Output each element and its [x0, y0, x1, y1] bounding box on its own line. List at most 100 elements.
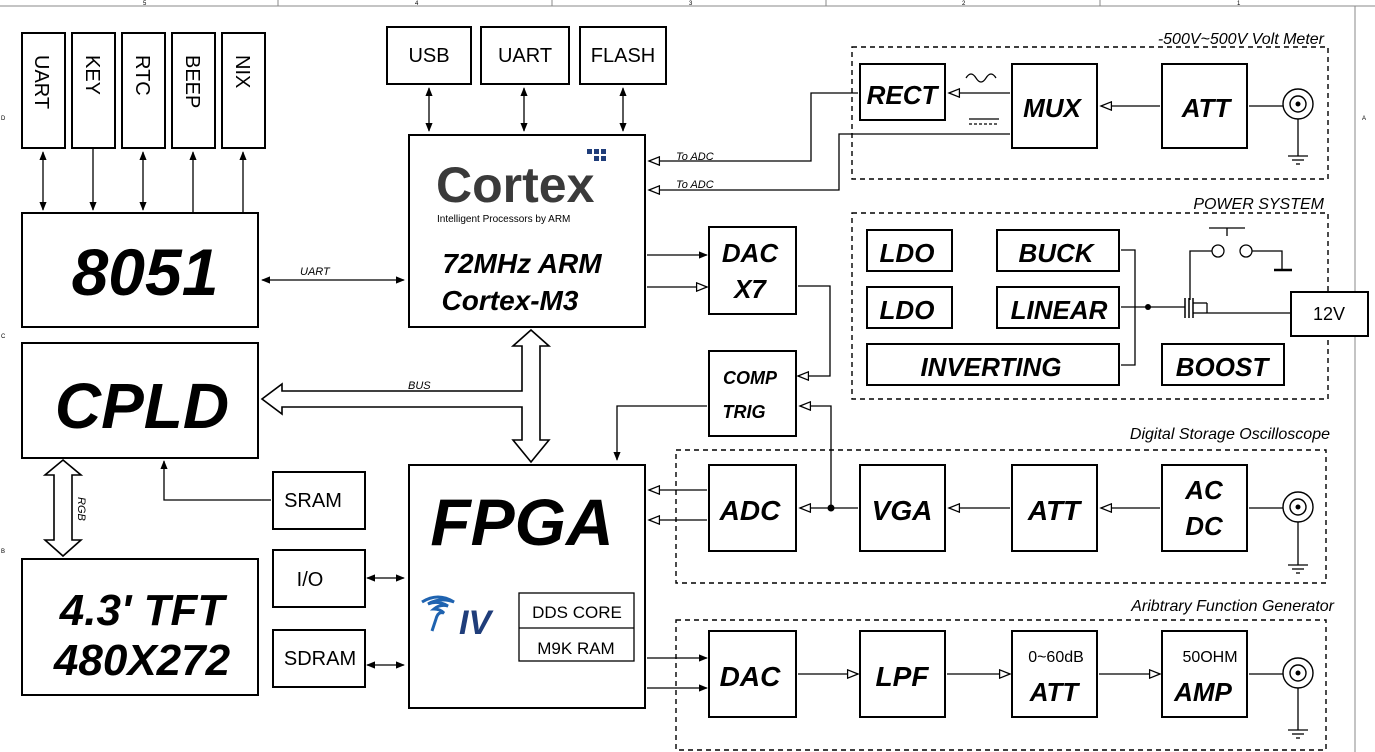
dso-acdc: AC DC [1161, 464, 1248, 552]
svg-text:LPF: LPF [876, 661, 930, 692]
svg-text:DC: DC [1185, 511, 1224, 541]
power-buck: BUCK [996, 229, 1120, 272]
svg-text:VGA: VGA [872, 495, 933, 526]
cortex-tagline: Intelligent Processors by ARM [437, 214, 570, 225]
svg-text:DAC: DAC [720, 661, 781, 692]
ruler-number: 5 [143, 1, 147, 7]
power-boost: BOOST [1161, 343, 1285, 386]
afg-att: 0~60dB ATT [1011, 630, 1098, 718]
ruler-letter: C [1, 334, 6, 340]
power-linear: LINEAR [996, 286, 1120, 329]
peripheral-uart: UART [21, 32, 66, 149]
peripheral-rtc: RTC [121, 32, 166, 149]
svg-text:ATT: ATT [1181, 93, 1233, 123]
svg-text:ATT: ATT [1027, 495, 1083, 526]
ruler-number: 3 [689, 1, 693, 7]
svg-text:MUX: MUX [1023, 93, 1082, 123]
svg-text:RTC: RTC [131, 55, 153, 96]
io-block: I/O [272, 549, 366, 608]
to-adc-link2 [649, 133, 1010, 190]
svg-text:AMP: AMP [1173, 677, 1232, 707]
to-adc-label-2: To ADC [676, 179, 714, 191]
svg-text:480X272: 480X272 [53, 636, 231, 685]
flash-block: FLASH [579, 26, 667, 85]
ruler-number: 2 [962, 1, 966, 7]
uart-label: UART [300, 266, 331, 278]
svg-text:Cortex-M3: Cortex-M3 [442, 285, 579, 316]
svg-text:RECT: RECT [867, 80, 940, 110]
bnc-connector-icon [1282, 657, 1314, 739]
svg-text:AC: AC [1184, 475, 1224, 505]
svg-text:I/O: I/O [297, 569, 324, 591]
power-ldo-2: LDO [866, 286, 953, 329]
svg-text:USB: USB [408, 45, 449, 67]
mosfet-icon [1184, 298, 1291, 318]
to-adc-link1 [649, 92, 858, 161]
power-section: POWER SYSTEM LDO LDO BUCK LINEAR INVERTI… [851, 196, 1369, 400]
cortex-m3: Cortex Intelligent Processors by ARM 72M… [408, 134, 646, 328]
svg-text:FPGA: FPGA [430, 485, 613, 559]
svg-text:INVERTING: INVERTING [920, 352, 1061, 382]
svg-text:SRAM: SRAM [284, 490, 342, 512]
svg-text:COMP: COMP [723, 368, 778, 388]
svg-text:SDRAM: SDRAM [284, 648, 356, 670]
voltmeter-title: -500V~500V Volt Meter [1158, 31, 1325, 48]
svg-text:50OHM: 50OHM [1182, 649, 1237, 666]
dso-title: Digital Storage Oscilloscope [1130, 426, 1330, 443]
cortex-logo: Cortex [436, 157, 595, 213]
dso-att: ATT [1011, 464, 1098, 552]
tft-display: 4.3' TFT 480X272 [21, 558, 259, 696]
power-12v: 12V [1290, 291, 1369, 337]
peripheral-nix: NIX [221, 32, 266, 149]
comp-fpga-link [613, 405, 707, 461]
svg-text:NIX: NIX [231, 55, 253, 88]
cpld: CPLD [21, 342, 259, 459]
ac-wave-icon [965, 73, 997, 83]
bus-label: BUS [408, 380, 431, 392]
sram: SRAM [272, 471, 366, 530]
power-ldo-1: LDO [866, 229, 953, 272]
afg-lpf: LPF [859, 630, 946, 718]
bnc-connector-icon [1282, 88, 1314, 165]
svg-text:FLASH: FLASH [591, 45, 655, 67]
svg-text:KEY: KEY [81, 55, 103, 95]
rgb-bus [42, 458, 84, 558]
adc-comp-link [800, 406, 832, 507]
svg-text:X7: X7 [732, 274, 767, 304]
sdram: SDRAM [272, 629, 366, 688]
cyclone-logo-icon: IV [421, 595, 494, 642]
dac-x7: DAC X7 [708, 226, 797, 315]
afg-section: Aribtrary Function Generator DAC LPF 0~6… [647, 598, 1335, 751]
svg-text:8051: 8051 [72, 235, 219, 309]
fpga: FPGA IV DDS CORE M9K RAM [408, 464, 646, 709]
svg-text:UART: UART [498, 45, 552, 67]
dso-adc: ADC [708, 464, 797, 552]
voltmeter-att: ATT [1161, 63, 1248, 149]
system-bus [260, 328, 552, 464]
mcu-8051: 8051 [21, 212, 259, 328]
ruler-letter: D [1, 116, 6, 122]
cpld-sram-link [160, 460, 271, 501]
switch-icon [1189, 227, 1292, 300]
voltmeter-mux: MUX [1011, 63, 1098, 149]
svg-text:BOOST: BOOST [1176, 352, 1271, 382]
dac-comp-link [798, 285, 831, 376]
svg-text:UART: UART [30, 55, 52, 109]
usb-block: USB [386, 26, 472, 85]
ruler-letter: B [1, 549, 5, 555]
power-inverting: INVERTING [866, 343, 1120, 386]
svg-text:72MHz ARM: 72MHz ARM [442, 248, 602, 279]
ruler-number: 4 [415, 1, 419, 7]
svg-text:0~60dB: 0~60dB [1028, 649, 1084, 666]
peripheral-beep: BEEP [171, 32, 216, 149]
power-title: POWER SYSTEM [1193, 196, 1324, 213]
dso-section: Digital Storage Oscilloscope ADC VGA ATT… [649, 426, 1330, 584]
svg-text:LINEAR: LINEAR [1011, 295, 1108, 325]
svg-text:TRIG: TRIG [723, 402, 766, 422]
svg-text:BEEP: BEEP [181, 55, 203, 108]
afg-amp: 50OHM AMP [1161, 630, 1248, 718]
ruler-number: 1 [1237, 1, 1241, 7]
peripheral-key: KEY [71, 32, 116, 149]
comp-trig: COMP TRIG [708, 350, 797, 437]
